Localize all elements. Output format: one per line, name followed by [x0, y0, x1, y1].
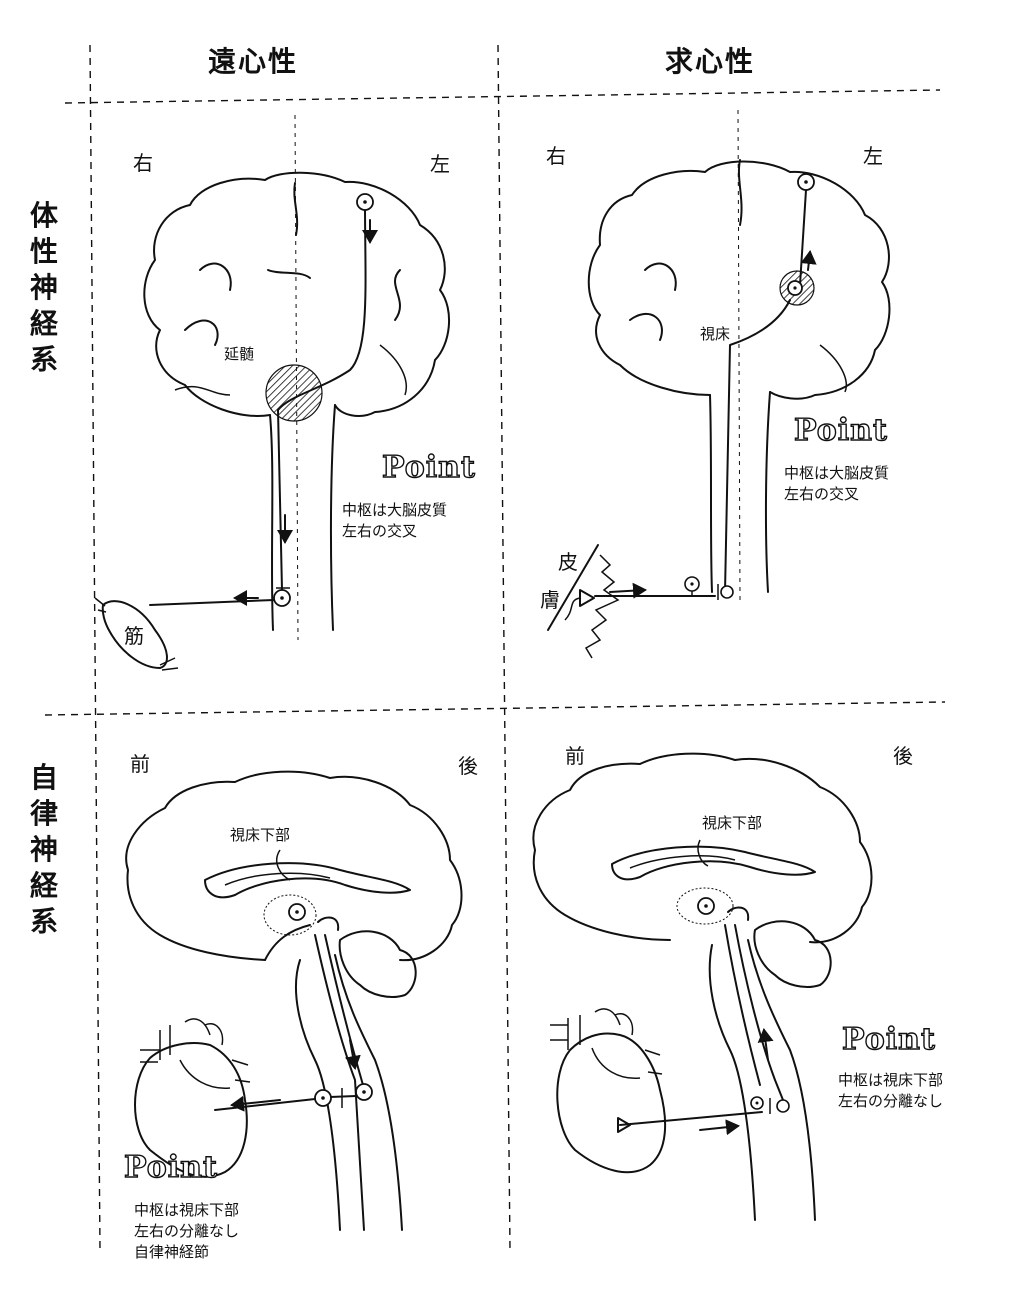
label-skin: 皮	[558, 550, 578, 574]
brain-sagittal-icon-afferent	[532, 752, 873, 1221]
label-skin-2: 膚	[540, 588, 560, 612]
note-line: 左右の交叉	[784, 485, 860, 503]
label-hypothalamus: 視床下部	[702, 814, 763, 832]
note-line: 左右の分離なし	[134, 1222, 240, 1240]
label-back: 後	[458, 754, 478, 778]
label-right: 右	[546, 144, 566, 168]
label-left: 左	[863, 144, 883, 168]
note-line: 中枢は大脳皮質	[342, 501, 448, 519]
label-back: 後	[893, 744, 913, 768]
note-somatic-efferent: 中枢は大脳皮質 左右の交叉	[342, 500, 447, 542]
point-badge: Point	[381, 449, 476, 485]
label-right: 右	[133, 151, 153, 175]
note-line: 中枢は大脳皮質	[784, 464, 890, 482]
note-line: 左右の分離なし	[838, 1092, 944, 1110]
column-header-efferent: 遠心性	[208, 45, 299, 78]
row-header-somatic: 体性神経系	[29, 199, 58, 376]
heart-icon	[134, 1018, 251, 1178]
label-muscle: 筋	[124, 624, 144, 648]
note-autonomic-afferent: 中枢は視床下部 左右の分離なし	[838, 1070, 943, 1112]
heart-icon-afferent	[550, 1008, 667, 1174]
note-autonomic-efferent: 中枢は視床下部 左右の分離なし 自律神経節	[134, 1200, 239, 1263]
muscle-icon	[94, 597, 179, 671]
label-left: 左	[430, 152, 450, 176]
point-badge: Point	[793, 412, 888, 448]
label-hypothalamus: 視床下部	[230, 826, 291, 844]
brain-sagittal-icon	[125, 770, 463, 1231]
label-front: 前	[130, 752, 150, 776]
note-line: 左右の交叉	[342, 522, 418, 540]
column-header-afferent: 求心性	[665, 45, 756, 78]
note-line: 中枢は視床下部	[134, 1201, 240, 1219]
point-badge: Point	[123, 1149, 218, 1185]
grid-lines	[44, 44, 946, 1251]
row-header-autonomic: 自律神経系	[29, 761, 58, 938]
note-somatic-afferent: 中枢は大脳皮質 左右の交叉	[784, 463, 889, 505]
note-line: 中枢は視床下部	[838, 1071, 944, 1089]
point-badge: Point	[841, 1021, 936, 1057]
label-thalamus: 視床	[700, 325, 731, 343]
note-line: 自律神経節	[134, 1243, 210, 1261]
label-medulla: 延髄	[224, 345, 255, 363]
brain-coronal-icon-afferent	[547, 109, 891, 659]
label-front: 前	[565, 744, 585, 768]
brain-coronal-icon	[143, 114, 451, 641]
